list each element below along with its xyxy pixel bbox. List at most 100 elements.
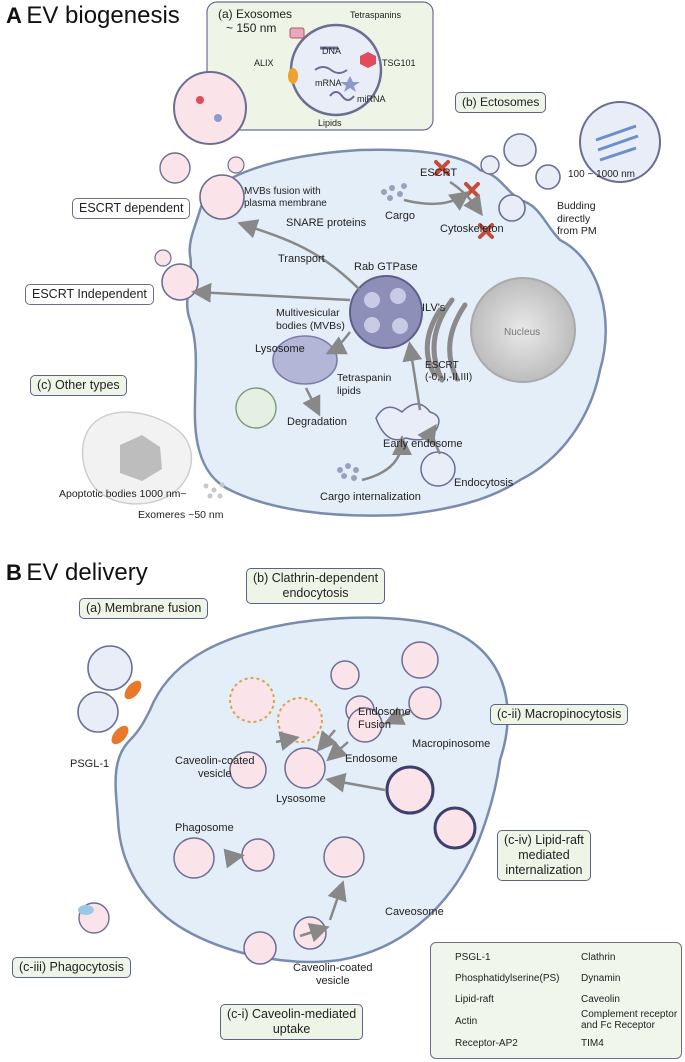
transport-label: Transport — [278, 253, 325, 265]
star-icon — [340, 76, 360, 92]
cargo-internalization-dots — [337, 463, 359, 481]
nucleus — [470, 277, 576, 383]
legend-actin: Actin — [455, 1016, 478, 1027]
legend-receptor-ap2: Receptor-AP2 — [455, 1038, 518, 1049]
lysosome-a — [272, 335, 338, 385]
ilv — [390, 288, 406, 304]
lipid-raft-label: (c-iv) Lipid-raft mediated internalizati… — [497, 830, 591, 881]
snare-label: SNARE proteins — [286, 217, 367, 229]
lysosome-a-label: Lysosome — [255, 343, 305, 355]
apoptotic-label: Apoptotic bodies 1000 nm~ — [59, 488, 187, 500]
vesicle-green — [235, 387, 277, 429]
ev-escrt-dependent — [227, 156, 245, 174]
nucleus-label: Nucleus — [504, 327, 541, 338]
caveolin-vesicle-label: Caveolin-coated vesicle — [175, 755, 255, 780]
lipid-raft-vesicle — [433, 806, 477, 850]
label-mrna: mRNA — [315, 78, 342, 88]
exosomes-title: (a) Exosomes — [218, 7, 293, 21]
legend-psgl1: PSGL-1 — [455, 952, 491, 963]
section-b-title: EV delivery — [26, 559, 148, 586]
escrt-dependent-label: ESCRT dependent — [72, 198, 191, 219]
ilv — [392, 318, 408, 334]
cargo-internalization-label: Cargo internalization — [320, 491, 421, 503]
tsg101-icon — [360, 52, 376, 68]
ectosome-fiber — [595, 124, 639, 162]
alix-icon — [288, 68, 298, 84]
exomeres — [203, 482, 225, 499]
degradation-label: Degradation — [287, 416, 347, 428]
vesicle-item — [196, 96, 204, 104]
endocytosis-pit — [420, 451, 456, 487]
cytoskeleton-label: Cytoskeleton — [440, 223, 504, 235]
vesicle-item — [214, 114, 222, 122]
escrt-cross-icon — [434, 160, 494, 239]
other-types-label: (c) Other types — [30, 375, 127, 396]
tetraspanin-lipids-label: Tetraspanin lipids — [337, 372, 392, 397]
ilvs-label: ILV's — [422, 302, 446, 314]
endosome-fusion — [330, 660, 360, 690]
early-endosome-label: Early endosome — [383, 438, 463, 450]
label-tsg101: TSG101 — [382, 58, 416, 68]
clathrin-vesicle — [229, 677, 275, 723]
phagosome — [173, 837, 215, 879]
macropinosome-label: Macropinosome — [412, 738, 491, 750]
legend-dynamin: Dynamin — [581, 973, 621, 984]
tetraspanin-icon — [289, 27, 305, 39]
exosomes-size: ~ 150 nm — [226, 21, 277, 35]
cargo-dots — [381, 183, 407, 201]
legend-tim4: TIM4 — [581, 1038, 604, 1049]
ilv — [364, 292, 380, 308]
macropinosome — [408, 686, 442, 720]
mvb — [349, 275, 423, 349]
caveosome — [323, 836, 365, 878]
ev-escrt-independent — [161, 263, 199, 301]
legend-complement-receptor: Complement receptor and Fc Receptor — [581, 1009, 678, 1031]
section-a-letter: A — [6, 3, 22, 28]
legend-caveolin: Caveolin — [581, 994, 620, 1005]
lipid-raft-vesicle — [385, 765, 435, 815]
clathrin-label: (b) Clathrin-dependent endocytosis — [246, 568, 386, 604]
section-b-letter: B — [6, 560, 22, 585]
budding-label: Budding directly from PM — [557, 200, 597, 237]
phagosome-label: Phagosome — [175, 822, 234, 834]
legend-clathrin: Clathrin — [581, 952, 616, 963]
lysosome-b-label: Lysosome — [276, 793, 326, 805]
section-a-title: EV biogenesis — [26, 2, 180, 29]
cargo-label: Cargo — [385, 210, 415, 222]
label-alix: ALIX — [254, 58, 274, 68]
ev-fusion — [87, 645, 133, 691]
label-dna: DNA — [322, 46, 342, 56]
budding-vesicle — [498, 194, 526, 222]
macropinocytosis-label: (c-ii) Macropinocytosis — [490, 704, 629, 725]
cell-membrane-b — [114, 616, 509, 964]
escrt-complex-label: ESCRT (-0,-I,-II,III) — [425, 360, 473, 383]
budding-vesicle — [480, 155, 500, 175]
rab-label: Rab GTPase — [354, 261, 418, 273]
phagocytosis-label: (c-iii) Phagocytosis — [12, 957, 131, 978]
psgl1-icon — [124, 680, 142, 700]
exosome-small-left — [173, 71, 247, 145]
ev-escrt-dependent — [159, 152, 191, 184]
clathrin-vesicle — [277, 697, 323, 743]
section-a-heading: A EV biogenesis — [6, 2, 180, 30]
ilv — [364, 317, 380, 333]
endosome-b — [347, 707, 383, 743]
legend-ps: Phosphatidylserine(PS) — [455, 973, 560, 984]
caveolin-uptake-label: (c-i) Caveolin-mediated uptake — [220, 1004, 364, 1040]
ev-escrt-dependent — [199, 174, 245, 220]
endosome-fusion-label: Endosome Fusion — [358, 706, 411, 731]
section-b-heading: B EV delivery — [6, 559, 148, 587]
budding-vesicle — [535, 164, 561, 190]
endosome-label: Endosome — [345, 753, 398, 765]
mirna-strand — [329, 91, 355, 101]
exomeres-label: Exomeres ~50 nm — [138, 509, 224, 521]
ectosomes-title: (b) Ectosomes — [455, 92, 547, 113]
psgl1-icon — [111, 725, 129, 745]
legend-box: PSGL-1 Phosphatidylserine(PS) Lipid-raft… — [430, 942, 682, 1059]
caveolin-vesicle-2-label: Caveolin-coated vesicle — [293, 962, 373, 987]
flow-arrows-a — [191, 180, 483, 482]
ev-fusion — [77, 691, 119, 733]
golgi-apparatus — [424, 297, 468, 383]
mvb-fusion-label: MVBs fusion with plasma membrane — [244, 186, 327, 209]
